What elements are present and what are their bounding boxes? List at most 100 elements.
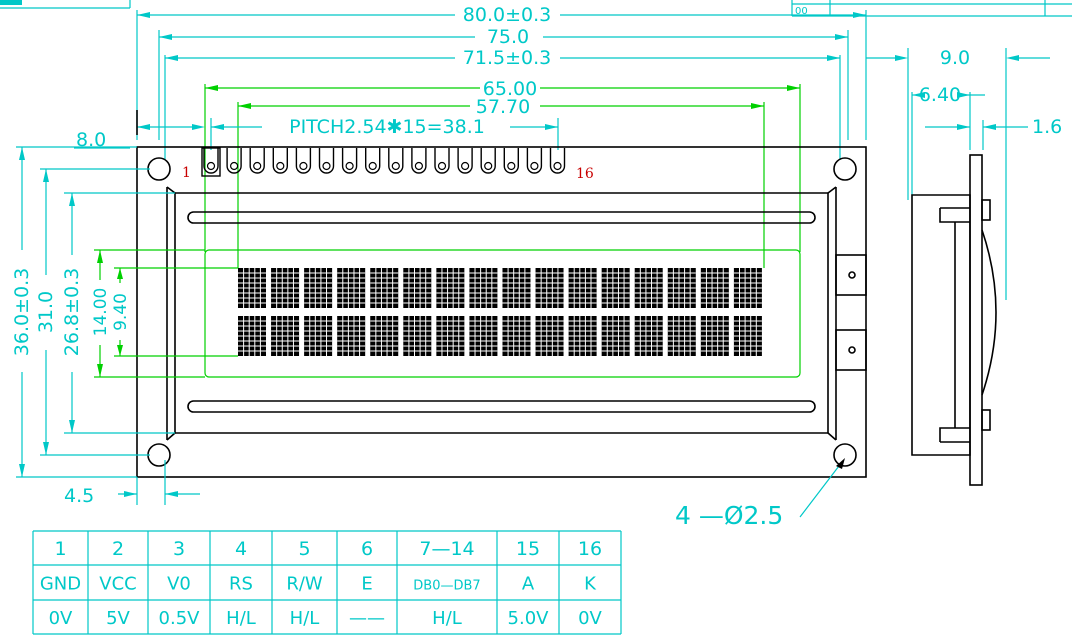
dim-char-height: 9.40 bbox=[111, 293, 131, 331]
pin-number-cell: 6 bbox=[361, 538, 373, 560]
left-dimensions: 36.0±0.3 31.0 26.8±0.3 14.00 9.40 bbox=[11, 146, 238, 478]
char-cell bbox=[304, 316, 333, 356]
char-cell bbox=[403, 316, 432, 356]
pin-number-cell: 7—14 bbox=[419, 538, 474, 560]
pin-number-cell: 15 bbox=[516, 538, 540, 560]
dim-hole-spec: 4 —Ø2.5 bbox=[675, 501, 783, 530]
char-cell bbox=[502, 316, 531, 356]
pin-pad bbox=[457, 148, 473, 174]
pin-level-cell: 0.5V bbox=[159, 608, 201, 629]
char-cell bbox=[634, 268, 663, 308]
char-cell bbox=[370, 268, 399, 308]
char-cell bbox=[502, 268, 531, 308]
char-cell bbox=[238, 268, 266, 308]
pin-signal-cell: RS bbox=[229, 574, 253, 595]
pin-pad bbox=[249, 148, 265, 174]
char-cell bbox=[568, 268, 597, 308]
mounting-hole-bl bbox=[147, 443, 171, 467]
mounting-hole-tl bbox=[147, 157, 171, 181]
char-cell bbox=[469, 316, 498, 356]
char-cell bbox=[271, 268, 300, 308]
dim-bezel-height: 26.8±0.3 bbox=[61, 268, 83, 356]
char-cell bbox=[667, 316, 696, 356]
pin-level-cell: H/L bbox=[290, 608, 320, 629]
pin-signal-cell: E bbox=[361, 574, 372, 595]
pin-last-label: 16 bbox=[576, 166, 594, 182]
side-pcb bbox=[969, 154, 983, 486]
viewing-area bbox=[204, 249, 801, 378]
frame-corner bbox=[0, 0, 131, 9]
char-cell bbox=[535, 316, 564, 356]
pin-number-cell: 5 bbox=[298, 538, 310, 560]
pin-level-cell: 0V bbox=[49, 608, 73, 629]
dim-view-height: 14.00 bbox=[91, 288, 111, 337]
char-cell bbox=[304, 268, 333, 308]
char-cell bbox=[436, 316, 465, 356]
pin-pad bbox=[226, 148, 242, 174]
pin-signal-cell: GND bbox=[40, 574, 81, 595]
front-view: 1 16 bbox=[136, 146, 867, 478]
pin-level-cell: H/L bbox=[432, 608, 462, 629]
top-dimensions: 80.0±0.3 75.0 71.5±0.3 65.00 57.70 bbox=[74, 4, 867, 268]
char-cell bbox=[403, 268, 432, 308]
pin-signal-cell: K bbox=[584, 574, 597, 595]
pin-number-cell: 16 bbox=[578, 538, 602, 560]
char-cell bbox=[370, 316, 399, 356]
dim-pin-pitch: PITCH2.54✱15=38.1 bbox=[289, 116, 485, 138]
pin-pad bbox=[480, 148, 496, 174]
char-cell bbox=[271, 316, 300, 356]
pin-level-cell: 0V bbox=[578, 608, 602, 629]
bottom-dimensions: 4.5 4 —Ø2.5 bbox=[64, 458, 845, 530]
dim-hole-pitch: 71.5±0.3 bbox=[463, 47, 551, 69]
char-cell bbox=[634, 316, 663, 356]
dim-overall-width: 80.0±0.3 bbox=[463, 4, 551, 26]
bottom-slot bbox=[187, 400, 816, 413]
title-block: 00 bbox=[791, 0, 1072, 17]
char-cell bbox=[238, 316, 266, 356]
dim-side-depth2: 6.40 bbox=[919, 84, 961, 106]
dim-pcb-width: 75.0 bbox=[487, 26, 529, 48]
char-cell bbox=[535, 268, 564, 308]
dim-view-width: 57.70 bbox=[476, 96, 530, 118]
char-cell bbox=[436, 268, 465, 308]
dim-bezel-width: 65.00 bbox=[483, 78, 537, 100]
pin-pad bbox=[365, 148, 381, 174]
side-view: 9.0 6.40 1.6 bbox=[866, 47, 1062, 486]
char-cell bbox=[700, 268, 729, 308]
pin-signal-cell: DB0—DB7 bbox=[413, 579, 480, 594]
dim-side-depth: 9.0 bbox=[940, 47, 970, 69]
pin-signal-cell: VCC bbox=[99, 574, 136, 595]
pin-pad bbox=[203, 148, 219, 174]
dim-hole-pitch-v: 31.0 bbox=[35, 291, 57, 333]
rev-value: 00 bbox=[795, 6, 808, 17]
char-cell bbox=[337, 316, 366, 356]
pin-first-label: 1 bbox=[182, 165, 191, 181]
char-cell bbox=[601, 316, 630, 356]
pin-pad bbox=[295, 148, 312, 174]
dim-overall-height: 36.0±0.3 bbox=[11, 268, 33, 356]
mounting-hole-tr bbox=[833, 157, 857, 181]
character-grid bbox=[238, 268, 762, 356]
pin-number-cell: 3 bbox=[173, 538, 185, 560]
pin-pad bbox=[411, 148, 427, 174]
char-cell bbox=[337, 268, 366, 308]
pin-signal-cell: V0 bbox=[167, 574, 191, 595]
pin-pad bbox=[388, 148, 404, 174]
dim-bottom-offset: 4.5 bbox=[64, 485, 94, 507]
char-cell bbox=[601, 268, 630, 308]
pin-pad bbox=[503, 148, 519, 174]
pin-level-cell: —— bbox=[349, 608, 385, 629]
pin-number-cell: 1 bbox=[54, 538, 66, 560]
bezel-outline bbox=[174, 192, 829, 434]
pin-pad bbox=[549, 148, 566, 174]
pin-number-cell: 2 bbox=[112, 538, 124, 560]
top-slot bbox=[187, 211, 816, 224]
pcb-outline bbox=[136, 146, 867, 478]
char-cell bbox=[700, 316, 729, 356]
dim-edge-offset: 8.0 bbox=[76, 129, 106, 151]
pin-pad bbox=[434, 148, 450, 174]
dim-pcb-thickness: 1.6 bbox=[1032, 116, 1062, 138]
pin-level-cell: 5.0V bbox=[508, 608, 550, 629]
